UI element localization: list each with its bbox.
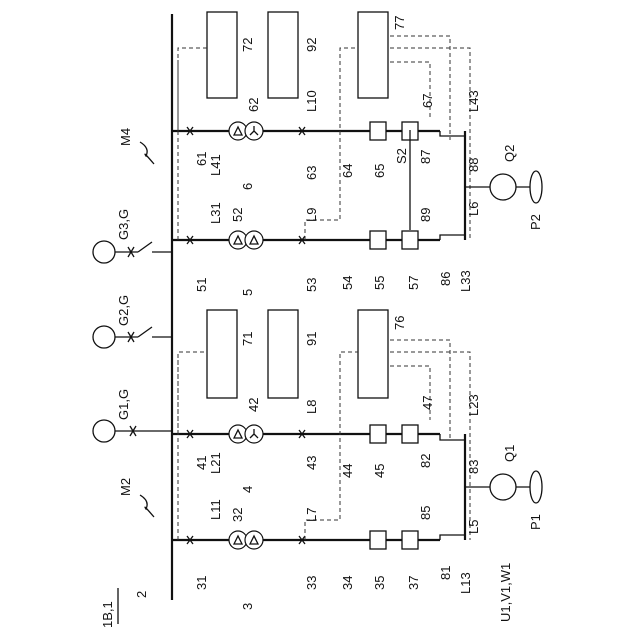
generator-g2-label: G2,G [116, 295, 131, 326]
block-92 [268, 12, 298, 98]
label-83: 83 [466, 460, 481, 474]
label-44: 44 [340, 464, 355, 478]
group-m4-arrow [140, 142, 154, 164]
label-37: 37 [406, 576, 421, 590]
transformer-62 [229, 122, 263, 140]
motor-wiring [410, 130, 490, 540]
label-51: 51 [194, 278, 209, 292]
label-47: 47 [420, 396, 435, 410]
label-41: 41 [194, 456, 209, 470]
label-88: 88 [466, 158, 481, 172]
motor-q2 [490, 171, 542, 203]
group-m4-label: M4 [118, 128, 133, 146]
label-67: 67 [420, 94, 435, 108]
block-91 [268, 310, 298, 398]
label-L8: L8 [304, 400, 319, 414]
label-43: 43 [304, 456, 319, 470]
block-76 [358, 310, 388, 398]
label-77: 77 [392, 16, 407, 30]
label-85: 85 [418, 506, 433, 520]
label-81: 81 [438, 566, 453, 580]
label-61: 61 [194, 152, 209, 166]
label-Q2: Q2 [502, 145, 517, 162]
label-L10: L10 [304, 90, 319, 112]
label-line-3: 3 [240, 603, 255, 610]
motor-q1 [490, 471, 542, 503]
label-62: 62 [246, 98, 261, 112]
label-32: 32 [230, 508, 245, 522]
group-m2-label: M2 [118, 478, 133, 496]
transformer-52 [229, 231, 263, 249]
label-35: 35 [372, 576, 387, 590]
label-55: 55 [372, 276, 387, 290]
label-91: 91 [304, 332, 319, 346]
label-65: 65 [372, 164, 387, 178]
label-L33: L33 [458, 270, 473, 292]
label-L5: L5 [466, 520, 481, 534]
label-52: 52 [230, 208, 245, 222]
label-33: 33 [304, 576, 319, 590]
label-87: 87 [418, 150, 433, 164]
label-45: 45 [372, 464, 387, 478]
label-L6: L6 [466, 202, 481, 216]
transformer-32 [229, 531, 263, 549]
label-54: 54 [340, 276, 355, 290]
label-L43: L43 [466, 90, 481, 112]
label-86: 86 [438, 272, 453, 286]
generator-g1: G1,G [93, 389, 172, 442]
label-L7: L7 [304, 508, 319, 522]
label-71: 71 [240, 332, 255, 346]
label-line-4: 4 [240, 486, 255, 493]
label-L41: L41 [208, 154, 223, 176]
block-72 [207, 12, 237, 98]
label-92: 92 [304, 38, 319, 52]
label-89: 89 [418, 208, 433, 222]
label-line-6: 6 [240, 183, 255, 190]
label-53: 53 [304, 278, 319, 292]
label-76: 76 [392, 316, 407, 330]
label-line-5: 5 [240, 289, 255, 296]
block-71 [207, 310, 237, 398]
label-82: 82 [418, 454, 433, 468]
label-L31: L31 [208, 202, 223, 224]
generator-g3: G3,G [93, 209, 172, 263]
label-L11: L11 [208, 499, 223, 520]
block-77 [358, 12, 388, 98]
label-P2: P2 [528, 214, 543, 230]
label-L13: L13 [458, 572, 473, 594]
label-64: 64 [340, 164, 355, 178]
label-31: 31 [194, 576, 209, 590]
transformer-42 [229, 425, 263, 443]
generator-g1-label: G1,G [116, 389, 131, 420]
label-57: 57 [406, 276, 421, 290]
group-m2-arrow [140, 495, 154, 517]
label-63: 63 [304, 166, 319, 180]
bus-label: 2 [134, 591, 149, 598]
label-L9: L9 [304, 208, 319, 222]
label-Q1: Q1 [502, 445, 517, 462]
label-34: 34 [340, 576, 355, 590]
generator-g2: G2,G [93, 295, 172, 348]
generator-g3-label: G3,G [116, 209, 131, 240]
figure-id: 1B,1 [100, 601, 115, 628]
label-phase: U1,V1,W1 [498, 563, 513, 622]
label-L23: L23 [466, 394, 481, 416]
label-42: 42 [246, 398, 261, 412]
label-S2: S2 [394, 148, 409, 164]
label-P1: P1 [528, 514, 543, 530]
label-72: 72 [240, 38, 255, 52]
label-L21: L21 [208, 452, 223, 474]
